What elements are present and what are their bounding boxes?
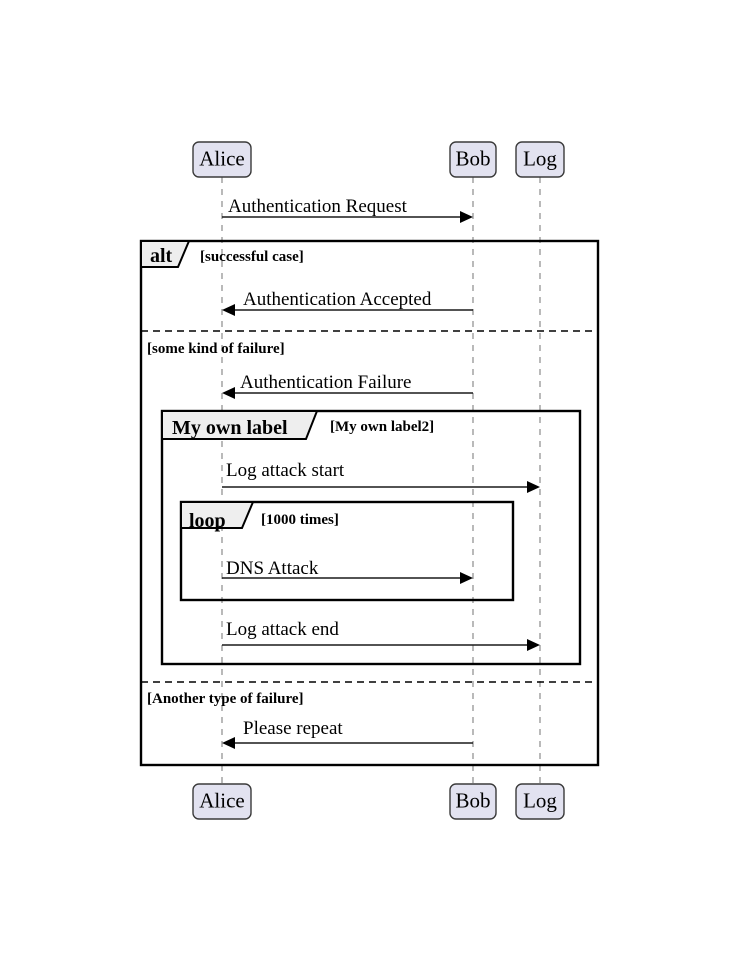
participant-label: Log — [523, 146, 557, 170]
fragment-operator-label: My own label — [172, 417, 288, 439]
fragment-condition-label-0: [successful case] — [200, 249, 304, 265]
message-label: Authentication Accepted — [243, 289, 432, 310]
fragment-myownlabel-frame: My own label [My own label2] — [160, 409, 582, 666]
combined-fragments-layer: alt [successful case] [some kind of failur… — [139, 239, 600, 767]
fragment-condition-label: [1000 times] — [261, 512, 339, 528]
fragment-alt-frame: alt [successful case] [some kind of failur… — [139, 239, 600, 767]
lifelines-layer — [221, 177, 541, 784]
fragment-operator-label: alt — [150, 245, 173, 267]
fragment-operator-label: loop — [189, 510, 226, 532]
participant-label: Bob — [455, 788, 490, 812]
participant-label: Bob — [455, 146, 490, 170]
participant-log-bottom[interactable]: Log — [515, 783, 565, 820]
message-m4[interactable]: Log attack start — [222, 460, 540, 493]
fragment-operator-tab — [161, 410, 319, 440]
participant-box — [515, 141, 565, 178]
participant-bob-bottom[interactable]: Bob — [449, 783, 497, 820]
participant-alice-bottom[interactable]: Alice — [192, 783, 252, 820]
participant-bob-top[interactable]: Bob — [449, 141, 497, 178]
message-arrowhead — [222, 304, 235, 316]
fragment-border — [179, 500, 515, 602]
participant-box — [192, 141, 252, 178]
message-label: DNS Attack — [226, 558, 319, 579]
message-label: Log attack end — [226, 619, 339, 640]
participant-box — [449, 783, 497, 820]
participant-box — [449, 141, 497, 178]
message-m5[interactable]: DNS Attack — [222, 558, 473, 584]
fragment-condition-label: [My own label2] — [330, 419, 434, 435]
message-m6[interactable]: Log attack end — [222, 619, 540, 651]
message-m2[interactable]: Authentication Accepted — [222, 289, 473, 316]
participant-label: Alice — [199, 788, 244, 812]
participant-label: Log — [523, 788, 557, 812]
fragment-operator-tab — [180, 501, 255, 529]
participant-label: Alice — [199, 146, 244, 170]
message-arrowhead — [460, 572, 473, 584]
message-label: Please repeat — [243, 718, 343, 739]
message-arrowhead — [222, 387, 235, 399]
participant-box — [515, 783, 565, 820]
message-arrowhead — [527, 481, 540, 493]
participant-box — [192, 783, 252, 820]
fragment-border — [160, 409, 582, 666]
message-m3[interactable]: Authentication Failure — [222, 372, 473, 399]
fragment-loop-frame: loop [1000 times] — [179, 500, 515, 602]
fragment-border — [139, 239, 600, 767]
message-label: Authentication Request — [228, 196, 408, 217]
message-arrowhead — [527, 639, 540, 651]
fragment-condition-label-1: [some kind of failure] — [147, 341, 285, 357]
fragment-condition-label-2: [Another type of failure] — [147, 691, 304, 707]
message-m1[interactable]: Authentication Request — [222, 196, 473, 223]
message-label: Log attack start — [226, 460, 345, 481]
message-arrowhead — [222, 737, 235, 749]
message-arrowhead — [460, 211, 473, 223]
message-m7[interactable]: Please repeat — [222, 718, 473, 749]
fragment-operator-tab — [140, 240, 191, 268]
message-label: Authentication Failure — [240, 372, 411, 393]
participant-alice-top[interactable]: Alice — [192, 141, 252, 178]
participant-log-top[interactable]: Log — [515, 141, 565, 178]
